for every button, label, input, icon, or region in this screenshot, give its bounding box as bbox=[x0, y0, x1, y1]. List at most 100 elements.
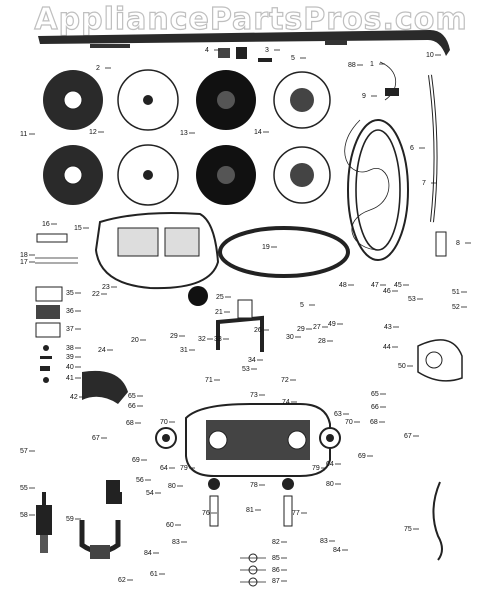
callout-67-2: 67 bbox=[404, 433, 412, 440]
callout-86: 86 bbox=[272, 567, 280, 574]
callout-50: 50 bbox=[398, 363, 406, 370]
mounting-plate bbox=[35, 233, 78, 264]
callout-21: 21 bbox=[215, 309, 223, 316]
hardware-bottom bbox=[240, 553, 266, 587]
callout-48: 48 bbox=[339, 282, 347, 289]
callout-83-2: 83 bbox=[320, 538, 328, 545]
callout-76: 76 bbox=[202, 510, 210, 517]
cover-housing bbox=[94, 212, 220, 290]
callout-64-2: 64 bbox=[326, 461, 334, 468]
callout-85: 85 bbox=[272, 555, 280, 562]
callout-29-2: 29 bbox=[297, 326, 305, 333]
callout-87: 87 bbox=[272, 578, 280, 585]
callout-78: 78 bbox=[250, 482, 258, 489]
callout-8: 8 bbox=[456, 240, 460, 247]
callout-77: 77 bbox=[292, 510, 300, 517]
callout-16: 16 bbox=[42, 221, 50, 228]
callout-80: 80 bbox=[168, 483, 176, 490]
callout-13: 13 bbox=[180, 130, 188, 137]
callout-5-2: 5 bbox=[300, 302, 304, 309]
callout-5: 5 bbox=[291, 55, 295, 62]
callout-81: 81 bbox=[246, 507, 254, 514]
power-cord bbox=[344, 61, 409, 261]
callout-34: 34 bbox=[248, 357, 256, 364]
armature bbox=[36, 492, 52, 553]
callout-80-2: 80 bbox=[326, 481, 334, 488]
pads-top-row bbox=[43, 69, 331, 131]
callout-53: 53 bbox=[408, 296, 416, 303]
callout-72: 72 bbox=[281, 377, 289, 384]
callout-74: 74 bbox=[282, 399, 290, 406]
pads-bottom-row bbox=[43, 144, 331, 206]
callout-25: 25 bbox=[216, 294, 224, 301]
callout-31: 31 bbox=[180, 347, 188, 354]
callout-61: 61 bbox=[150, 571, 158, 578]
callout-44: 44 bbox=[383, 344, 391, 351]
knob bbox=[188, 286, 208, 306]
callout-59: 59 bbox=[66, 516, 74, 523]
callout-79-2: 79 bbox=[312, 465, 320, 472]
callout-46: 46 bbox=[383, 288, 391, 295]
parts-layer bbox=[35, 30, 463, 587]
switch-parts bbox=[35, 286, 63, 383]
callout-68-2: 68 bbox=[370, 419, 378, 426]
callout-30: 30 bbox=[286, 334, 294, 341]
callout-52: 52 bbox=[452, 304, 460, 311]
callout-56: 56 bbox=[136, 477, 144, 484]
callout-36: 36 bbox=[66, 308, 74, 315]
callout-9: 9 bbox=[362, 93, 366, 100]
callout-84-2: 84 bbox=[333, 547, 341, 554]
small-plug bbox=[435, 231, 447, 257]
leader-lines bbox=[29, 49, 471, 582]
callout-69: 69 bbox=[132, 457, 140, 464]
callout-37: 37 bbox=[66, 326, 74, 333]
callout-69-2: 69 bbox=[358, 453, 366, 460]
callout-57: 57 bbox=[20, 448, 28, 455]
callout-45: 45 bbox=[394, 282, 402, 289]
callout-41: 41 bbox=[66, 375, 74, 382]
callout-18: 18 bbox=[20, 252, 28, 259]
callout-12: 12 bbox=[89, 129, 97, 136]
callout-70-2: 70 bbox=[345, 419, 353, 426]
wheels bbox=[155, 427, 341, 449]
callout-88: 88 bbox=[348, 62, 356, 69]
callout-39: 39 bbox=[66, 354, 74, 361]
callout-68: 68 bbox=[126, 420, 134, 427]
callout-63: 63 bbox=[334, 411, 342, 418]
callout-65-2: 65 bbox=[371, 391, 379, 398]
callout-35: 35 bbox=[66, 290, 74, 297]
nozzle-housing bbox=[82, 370, 128, 404]
callout-1: 1 bbox=[370, 61, 374, 68]
callout-82: 82 bbox=[272, 539, 280, 546]
callout-3: 3 bbox=[265, 47, 269, 54]
callout-58: 58 bbox=[20, 512, 28, 519]
bushings bbox=[106, 480, 122, 504]
callout-15: 15 bbox=[74, 225, 82, 232]
callout-65: 65 bbox=[128, 393, 136, 400]
callout-66: 66 bbox=[128, 403, 136, 410]
handle-frame bbox=[216, 299, 264, 352]
wire-lead bbox=[432, 481, 443, 561]
callout-71: 71 bbox=[205, 377, 213, 384]
callout-47: 47 bbox=[371, 282, 379, 289]
spindle-hubs bbox=[208, 478, 294, 527]
callout-2: 2 bbox=[96, 65, 100, 72]
callout-28: 28 bbox=[318, 338, 326, 345]
callout-66-2: 66 bbox=[371, 404, 379, 411]
callout-49: 49 bbox=[328, 321, 336, 328]
callout-20: 20 bbox=[131, 337, 139, 344]
callout-84: 84 bbox=[144, 550, 152, 557]
handle-rail bbox=[38, 30, 450, 56]
callout-26: 26 bbox=[254, 327, 262, 334]
callout-40: 40 bbox=[66, 364, 74, 371]
callout-51: 51 bbox=[452, 289, 460, 296]
callout-11: 11 bbox=[20, 131, 27, 138]
callout-33: 33 bbox=[214, 336, 222, 343]
hose bbox=[428, 74, 438, 223]
callout-23: 23 bbox=[102, 284, 110, 291]
motor-base bbox=[185, 403, 331, 477]
callout-32: 32 bbox=[198, 336, 206, 343]
